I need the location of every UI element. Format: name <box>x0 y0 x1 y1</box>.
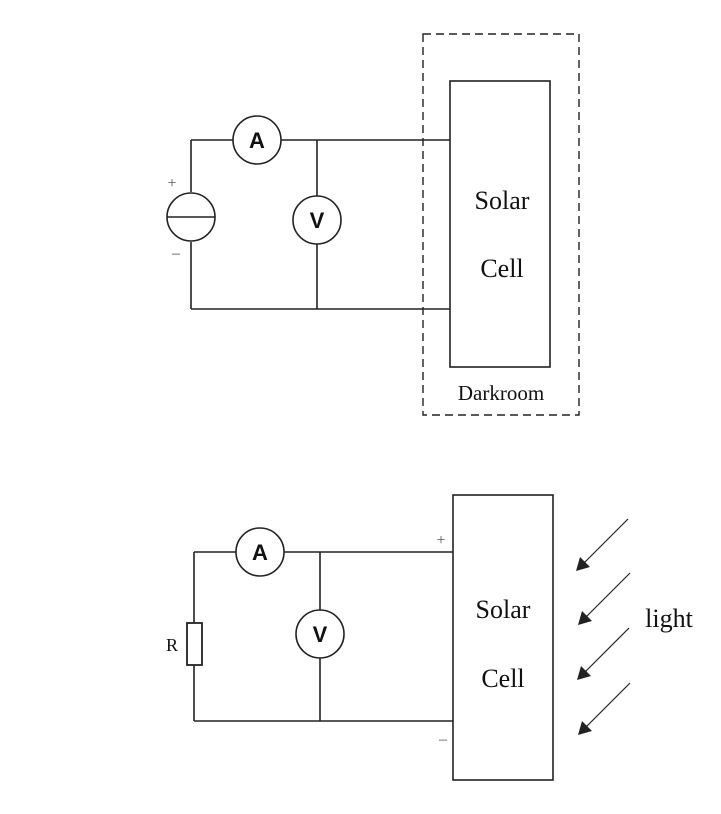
solar-cell-top-line1: Solar <box>475 186 530 215</box>
ammeter-top: A <box>232 115 282 165</box>
terminal-minus-sign: – <box>438 731 448 748</box>
light-arrow <box>578 572 631 625</box>
solar-cell-top-line2: Cell <box>480 254 523 283</box>
light-label: light <box>645 604 693 633</box>
solar-cell-bottom-line1: Solar <box>476 595 531 624</box>
resistor: R <box>166 622 203 666</box>
ammeter-top-label: A <box>249 128 265 153</box>
voltmeter-top: V <box>292 195 342 245</box>
ammeter-bottom-label: A <box>252 540 268 565</box>
darkroom-boundary <box>422 33 580 416</box>
top-wires <box>190 139 450 310</box>
voltage-source: + – <box>166 175 216 262</box>
voltmeter-bottom: V <box>295 609 345 659</box>
light-arrows <box>576 518 631 735</box>
ammeter-bottom: A <box>235 527 285 577</box>
top-circuit: + – A V Solar Cell Darkroom <box>166 33 580 416</box>
light-arrow <box>576 518 629 571</box>
solar-cell-bottom-line2: Cell <box>481 664 524 693</box>
solar-cell-bottom: Solar Cell <box>452 494 554 781</box>
voltmeter-top-label: V <box>310 208 325 233</box>
resistor-label: R <box>166 635 178 655</box>
voltmeter-bottom-label: V <box>313 622 328 647</box>
terminal-plus-sign: + <box>436 532 445 549</box>
darkroom-label: Darkroom <box>458 381 544 405</box>
light-arrow <box>577 627 630 680</box>
light-arrow <box>578 682 631 735</box>
bottom-circuit: R A V + – Solar Cell <box>166 494 694 781</box>
solar-cell-top: Solar Cell <box>449 80 551 368</box>
source-plus-sign: + <box>167 175 176 192</box>
bottom-wires <box>193 551 453 722</box>
source-minus-sign: – <box>171 245 181 262</box>
